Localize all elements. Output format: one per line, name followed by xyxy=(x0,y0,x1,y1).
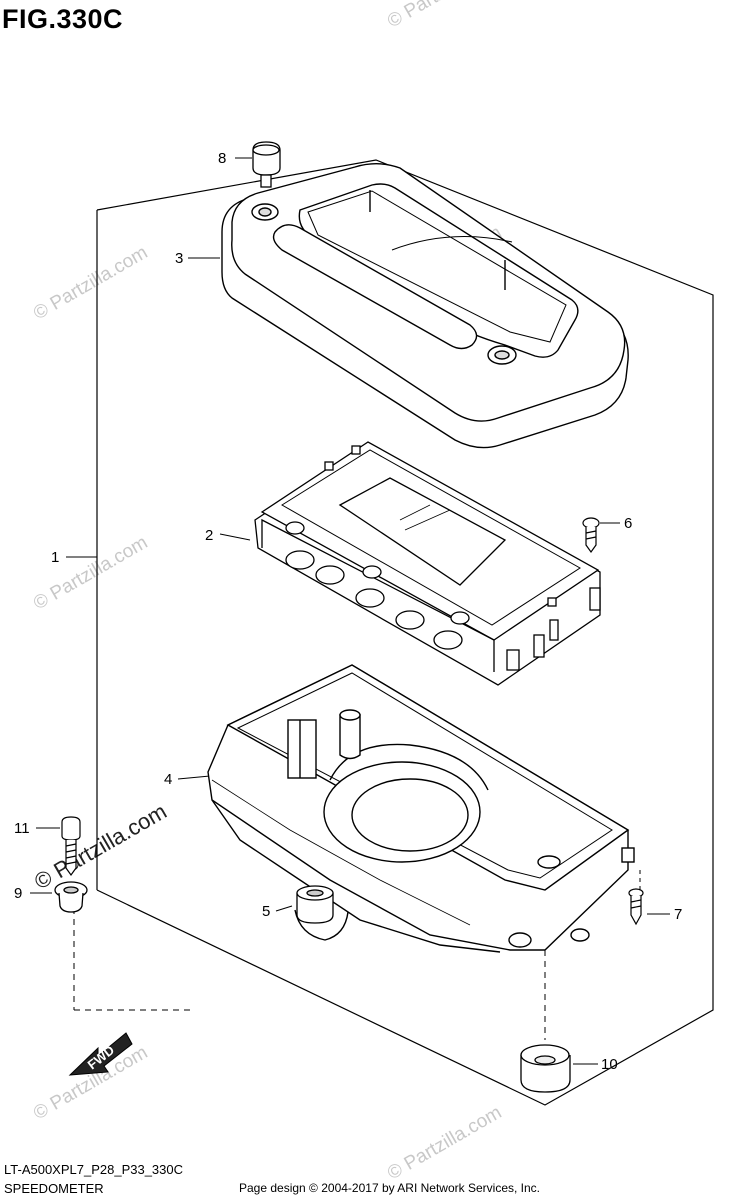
assembly-outline xyxy=(96,159,714,1106)
callout-8: 8 xyxy=(218,150,226,167)
callout-6: 6 xyxy=(624,515,632,532)
model-code: LT-A500XPL7_P28_P33_330C xyxy=(4,1162,184,1177)
part-6-screw xyxy=(582,517,600,554)
part-10-grommet xyxy=(520,1044,571,1093)
callout-3: 3 xyxy=(175,250,183,267)
part-4-case xyxy=(207,664,635,953)
watermark: © Partzilla.com xyxy=(30,799,171,895)
part-3-cover xyxy=(221,163,629,449)
callout-10: 10 xyxy=(601,1056,618,1073)
part-2-gauge-unit xyxy=(254,441,601,686)
part-11-bolt xyxy=(61,816,81,877)
callout-11: 11 xyxy=(14,820,30,837)
callout-4: 4 xyxy=(164,771,172,788)
callout-7: 7 xyxy=(674,906,682,923)
callout-2: 2 xyxy=(205,527,213,544)
watermark: © Partzilla.com xyxy=(384,1102,505,1184)
callout-9: 9 xyxy=(14,885,22,902)
watermark: © Partzilla.com xyxy=(30,532,151,614)
part-7-screw xyxy=(628,888,644,926)
part-8-screw xyxy=(252,141,281,188)
leader-lines xyxy=(30,157,670,1065)
copyright-notice: Page design © 2004-2017 by ARI Network S… xyxy=(239,1181,541,1195)
callout-1: 1 xyxy=(51,549,59,566)
part-name: SPEEDOMETER xyxy=(4,1181,104,1196)
part-5-grommet xyxy=(296,885,334,924)
part-9-collar xyxy=(54,881,88,913)
watermark: © Partzilla.com xyxy=(30,242,151,324)
callout-5: 5 xyxy=(262,903,270,920)
watermark: © Partzilla.com xyxy=(384,0,505,32)
figure-title: FIG.330C xyxy=(2,4,124,34)
callout-labels: 8 3 1 2 6 4 11 9 5 7 10 xyxy=(14,150,682,1073)
